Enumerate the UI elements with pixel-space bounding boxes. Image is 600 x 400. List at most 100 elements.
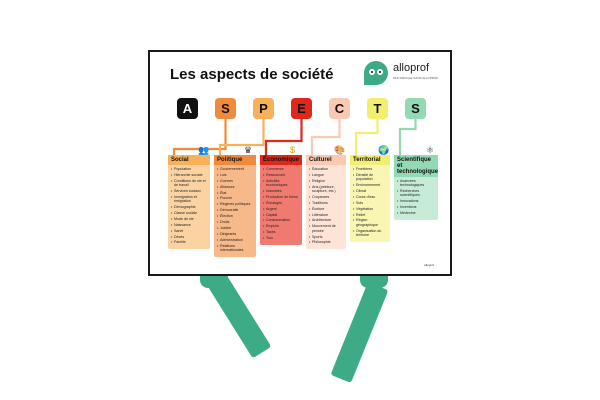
aspect-item: Classe sociale [171, 211, 208, 216]
aspect-item: Littérature [309, 213, 344, 218]
aspect-item: Arts (peinture, sculpture, etc.) [309, 185, 344, 194]
aspect-item: Frontières [353, 167, 388, 172]
aspect-column-5: TerritorialFrontièresDensité de populati… [350, 146, 390, 242]
aspect-item: Guerres [217, 179, 254, 184]
right-arm [330, 282, 389, 383]
aspect-item: Gouvernement [217, 167, 254, 172]
brand-tagline: PAS D'ÉCOLE SANS ALLOPROF [393, 76, 439, 80]
aspect-item: Recherches scientifiques [397, 189, 436, 198]
aspect-item: Régimes politiques [217, 202, 254, 207]
connector-4 [310, 119, 341, 155]
aspect-title: Économique [260, 155, 302, 165]
letter-tile-3: P [253, 98, 274, 119]
aspect-column-4: CulturelÉducationLangueReligionArts (pei… [306, 146, 346, 250]
aspect-list: GouvernementLoisGuerresAlliancesÉtatPouv… [214, 165, 256, 257]
aspect-item: Consommation [263, 218, 300, 223]
connector-lines [172, 119, 417, 155]
aspect-item: Innovations [397, 199, 436, 204]
aspect-item: Industries [263, 189, 300, 194]
aspect-item: Religion [309, 179, 344, 184]
aspect-item: Alliances [217, 185, 254, 190]
letter-tile-5: C [329, 98, 350, 119]
aspect-title: Territorial [350, 155, 390, 165]
aspect-item: Environnement [353, 183, 388, 188]
aspect-item: Taxes [263, 230, 300, 235]
aspect-title: Culturel [306, 155, 346, 165]
aspect-list: FrontièresDensité de populationEnvironne… [350, 165, 390, 242]
palette-icon: 🎨 [334, 145, 346, 155]
aspect-list: CommerceRessourcesActivités économiquesI… [260, 165, 302, 245]
aspect-column-2: PolitiqueGouvernementLoisGuerresAlliance… [214, 146, 256, 257]
people-icon: 👥 [198, 145, 210, 155]
aspect-column-1: SocialPopulationHiérarchie socialeCondit… [168, 146, 210, 250]
aspect-item: Organisation du territoire [353, 229, 388, 238]
aspect-item: Croyances [309, 195, 344, 200]
aspect-item: Inventions [397, 205, 436, 210]
aspect-item: Droits [217, 220, 254, 225]
connector-3 [264, 119, 303, 155]
aspect-item: Ressources [263, 173, 300, 178]
aspect-item: Services sociaux [171, 189, 208, 194]
aspect-list: ÉducationLangueReligionArts (peinture, s… [306, 165, 346, 249]
aspect-item: Traditions [309, 201, 344, 206]
brand-logo-text: alloprof [393, 62, 430, 74]
aspect-item: Démocratie [217, 208, 254, 213]
aspect-item: Médecine [397, 211, 436, 216]
aspect-column-6: Scientifique et technologiqueAvancées te… [394, 146, 438, 221]
aspect-item: Santé [171, 229, 208, 234]
aspect-item: État [217, 191, 254, 196]
aspect-item: Population [171, 167, 208, 172]
aspect-item: Démographie [171, 205, 208, 210]
aspect-item: Commerce [263, 167, 300, 172]
aspect-item: Éducation [309, 167, 344, 172]
aspect-item: Pouvoir [217, 196, 254, 201]
aspect-item: Avancées technologiques [397, 179, 436, 188]
aspect-item: Philosophie [309, 240, 344, 245]
aspect-item: Activités économiques [263, 179, 300, 188]
aspect-item: Architecture [309, 218, 344, 223]
aspect-item: Sols [353, 201, 388, 206]
crown-icon: ♛ [244, 145, 253, 155]
globe-icon: 🌍 [378, 145, 390, 155]
aspect-item: Hiérarchie sociale [171, 173, 208, 178]
aspect-item: Production de biens [263, 195, 300, 200]
aspect-item: Mode de vie [171, 217, 208, 222]
letter-tile-6: T [367, 98, 388, 119]
connector-1 [172, 119, 227, 155]
aspect-column-3: ÉconomiqueCommerceRessourcesActivités éc… [260, 146, 302, 245]
aspect-item: Écriture [309, 207, 344, 212]
atom-icon: ⚛ [426, 145, 435, 155]
aspect-item: Élection [217, 214, 254, 219]
alloprof-mascot-icon [364, 61, 388, 85]
aspect-item: Troc [263, 236, 300, 241]
aspect-item: Décès [171, 235, 208, 240]
aspect-item: Administration [217, 238, 254, 243]
poster-title: Les aspects de société [170, 66, 334, 83]
aspect-item: Capital [263, 213, 300, 218]
letter-tile-7: S [405, 98, 426, 119]
aspect-item: Argent [263, 207, 300, 212]
connector-5 [354, 119, 379, 155]
aspect-title: Social [168, 155, 210, 165]
aspect-item: Conditions de vie et de travail [171, 179, 208, 188]
aspect-item: Emplois [263, 224, 300, 229]
poster-board: Les aspects de société alloprof PAS D'ÉC… [148, 50, 452, 276]
letter-tile-2: S [215, 98, 236, 119]
aspect-item: Lois [217, 173, 254, 178]
aspect-item: Climat [353, 189, 388, 194]
aspect-item: Densité de population [353, 173, 388, 182]
aspect-item: Mouvement de pensée [309, 224, 344, 233]
aspect-title: Politique [214, 155, 256, 165]
aspect-item: Région géographique [353, 218, 388, 227]
credit-text: alloprof [424, 263, 434, 267]
aspect-item: Langue [309, 173, 344, 178]
aspect-item: Justice [217, 226, 254, 231]
aspect-item: Immigration et émigration [171, 195, 208, 204]
aspect-item: Relief [353, 213, 388, 218]
aspect-item: Sports [309, 235, 344, 240]
aspect-item: Naissance [171, 223, 208, 228]
aspect-title: Scientifique et technologique [394, 155, 438, 177]
aspect-list: Avancées technologiquesRecherches scient… [394, 177, 438, 220]
aspect-item: Famille [171, 240, 208, 245]
aspect-list: PopulationHiérarchie socialeConditions d… [168, 165, 210, 249]
